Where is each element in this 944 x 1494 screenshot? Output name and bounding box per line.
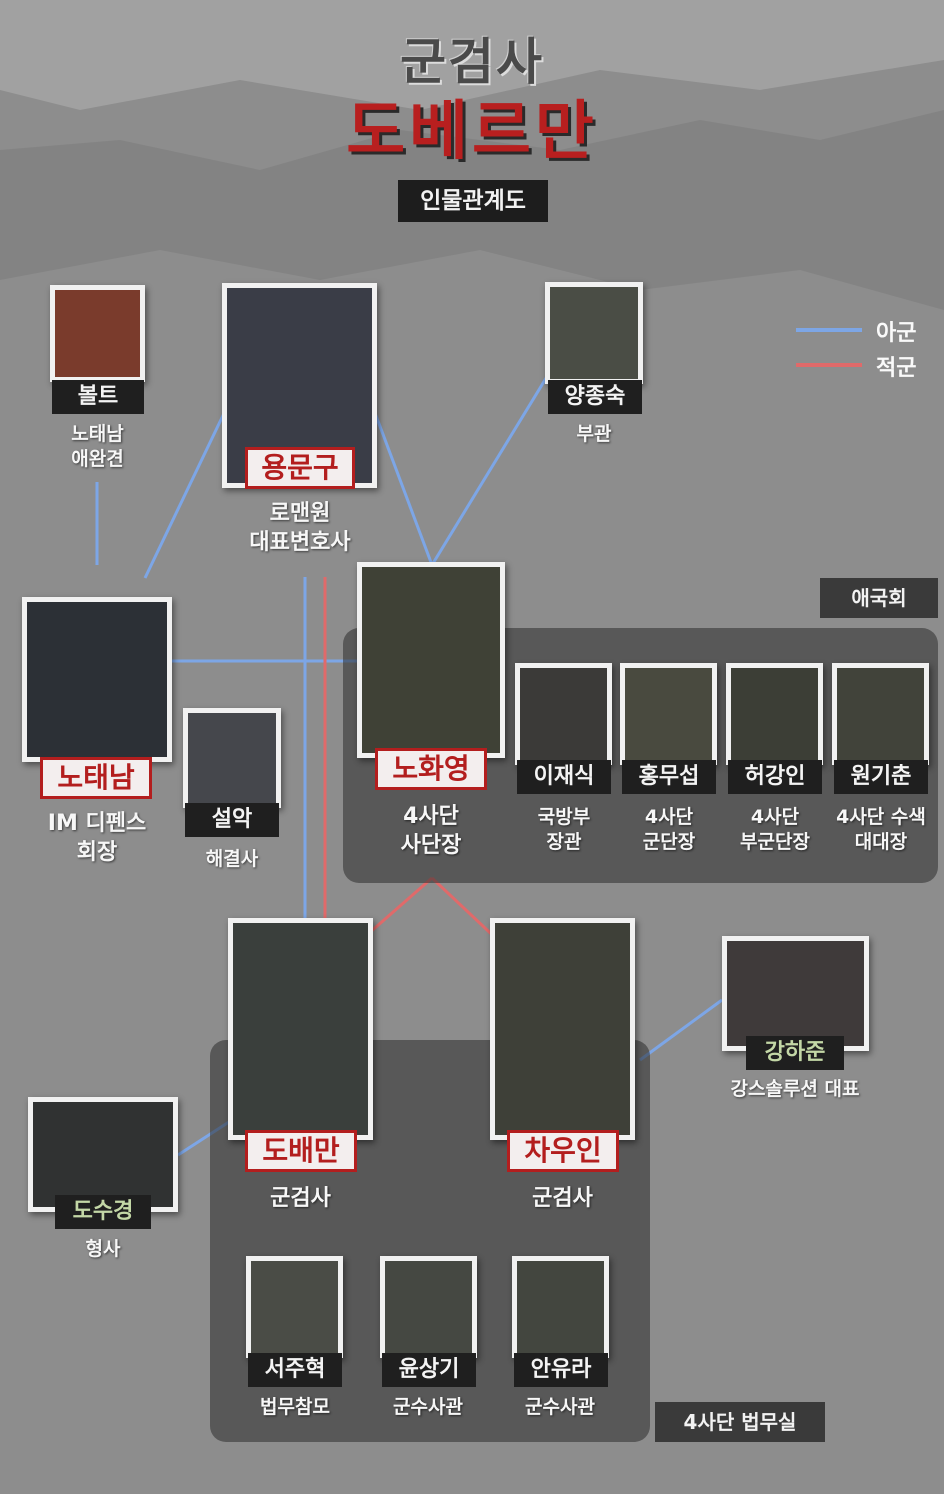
portrait-won <box>832 663 929 765</box>
name-label-ijaesik: 이재식 <box>517 760 611 794</box>
name-label-yoon: 윤상기 <box>382 1353 476 1387</box>
portrait-ijaesik <box>515 663 612 765</box>
line-yang-nohwa <box>430 374 550 566</box>
portrait-chaw <box>490 918 635 1140</box>
name-label-bolt: 볼트 <box>52 380 144 414</box>
portrait-nohwa <box>357 562 505 758</box>
name-label-seoj: 서주혁 <box>248 1353 342 1387</box>
role-seoj: 법무참모 <box>260 1396 330 1418</box>
portrait-notaenam <box>22 597 172 762</box>
portrait-dosu <box>28 1097 178 1212</box>
portrait-doba <box>228 918 373 1140</box>
logo-title: 도베르만 <box>346 95 598 169</box>
role-anyu: 군수사관 <box>525 1396 595 1418</box>
name-label-dosu: 도수경 <box>55 1195 151 1229</box>
group-chip-legal: 4사단 법무실 <box>655 1402 825 1442</box>
name-label-doba: 도배만 <box>245 1130 357 1172</box>
role-yang: 부관 <box>576 423 612 445</box>
portrait-hong <box>620 663 717 765</box>
role-doba: 군검사 <box>270 1186 331 1211</box>
name-label-won: 원기춘 <box>834 760 928 794</box>
role-dosu: 형사 <box>85 1238 121 1260</box>
logo-subtitle: 군검사 <box>400 33 544 91</box>
line-kang-chaw <box>639 998 723 1062</box>
portrait-yang <box>545 282 643 384</box>
name-label-hong: 홍무섭 <box>622 760 716 794</box>
name-label-seolak: 설악 <box>185 803 279 837</box>
name-label-anyu: 안유라 <box>514 1353 608 1387</box>
name-label-kang: 강하준 <box>746 1036 844 1070</box>
portrait-yoon <box>380 1256 477 1358</box>
group-chip-aegukhoe: 애국회 <box>820 578 938 618</box>
line-yong-nohwa <box>370 404 434 566</box>
line-yong-notaenam <box>143 404 230 579</box>
role-seolak: 해결사 <box>205 848 259 870</box>
portrait-seolak <box>183 708 281 808</box>
name-label-yang: 양종숙 <box>548 380 642 414</box>
portrait-bolt <box>50 285 145 382</box>
name-label-heo: 허강인 <box>728 760 822 794</box>
role-chaw: 군검사 <box>532 1186 593 1211</box>
name-label-notaenam: 노태남 <box>40 757 152 799</box>
legend-ally-label: 아군 <box>876 321 917 346</box>
role-yoon: 군수사관 <box>393 1396 463 1418</box>
portrait-anyu <box>512 1256 609 1358</box>
portrait-kang <box>722 936 869 1051</box>
portrait-heo <box>726 663 823 765</box>
portrait-seoj <box>246 1256 343 1358</box>
diagram-title-chip: 인물관계도 <box>398 180 548 222</box>
legend-enemy-label: 적군 <box>876 356 917 381</box>
name-label-yong: 용문구 <box>245 447 355 489</box>
name-label-chaw: 차우인 <box>507 1130 619 1172</box>
role-kang: 강스솔루션 대표 <box>730 1078 860 1100</box>
name-label-nohwa: 노화영 <box>375 748 487 790</box>
